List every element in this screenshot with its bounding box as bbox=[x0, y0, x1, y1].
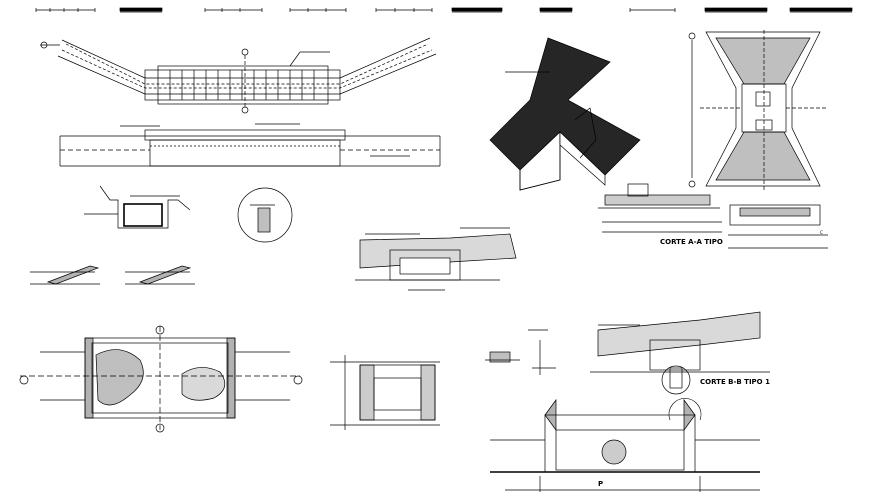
section-marker bbox=[241, 48, 249, 56]
section-marker bbox=[241, 106, 249, 114]
pipe-detail bbox=[485, 329, 556, 375]
plan-view-canal bbox=[40, 37, 437, 114]
culvert-section-middle bbox=[355, 227, 517, 291]
scale-bar bbox=[204, 8, 263, 12]
letter-p-label: P bbox=[598, 480, 603, 488]
section-aa-title: CORTE A-A TIPO bbox=[660, 238, 723, 246]
section-marker bbox=[40, 41, 48, 49]
slab-detail-right bbox=[125, 265, 195, 285]
longitudinal-profile bbox=[59, 123, 441, 167]
circular-detail bbox=[237, 187, 293, 243]
scale-bar bbox=[289, 8, 347, 12]
isometric-view bbox=[489, 37, 641, 191]
scale-bar bbox=[629, 8, 676, 12]
scale-bar bbox=[119, 7, 163, 13]
transition-plan bbox=[688, 30, 826, 190]
inlet-detail bbox=[84, 185, 191, 229]
section-bb-title: CORTE B-B TIPO 1 bbox=[700, 378, 770, 386]
letter-c-label: C bbox=[820, 230, 823, 235]
scale-bar bbox=[35, 8, 96, 12]
section-bb bbox=[590, 311, 770, 395]
slab-detail-left bbox=[30, 265, 100, 285]
section-right-1 bbox=[598, 183, 722, 233]
scale-bar bbox=[539, 7, 573, 13]
section-right-2: C bbox=[728, 204, 828, 249]
box-culvert-section bbox=[330, 355, 440, 430]
top-scale-bars bbox=[35, 7, 853, 13]
box-plan-large bbox=[19, 325, 303, 433]
scale-bar bbox=[704, 7, 768, 13]
scale-bar bbox=[451, 7, 503, 13]
scale-bar bbox=[789, 7, 853, 13]
large-cross-section: P bbox=[490, 398, 760, 492]
grating-bars bbox=[169, 70, 315, 100]
scale-bar bbox=[375, 8, 433, 12]
